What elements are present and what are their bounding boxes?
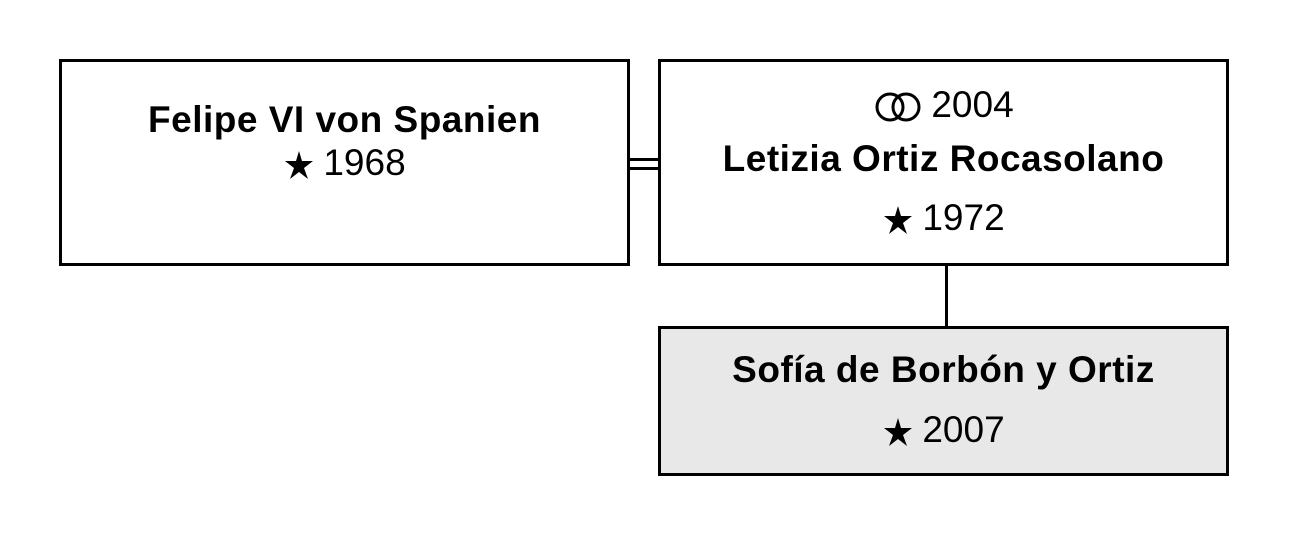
person-name: Letizia Ortiz Rocasolano <box>722 138 1165 179</box>
star-birth-icon <box>884 206 913 235</box>
person-name: Felipe VI von Spanien <box>148 99 541 140</box>
marriage-line: 2004 <box>661 76 1226 134</box>
person-box-letizia: 2004 Letizia Ortiz Rocasolano 1972 <box>658 59 1229 266</box>
marriage-year: 2004 <box>931 84 1014 125</box>
birth-line: 2007 <box>661 401 1226 459</box>
person-name: Sofía de Borbón y Ortiz <box>732 349 1155 390</box>
marriage-connector-bottom <box>630 167 659 170</box>
marriage-connector-top <box>630 158 659 161</box>
birth-line: 1968 <box>62 134 627 192</box>
birth-year: 1968 <box>323 142 406 183</box>
wedding-rings-icon <box>875 92 921 122</box>
birth-year: 1972 <box>922 197 1005 238</box>
person-box-sofia: Sofía de Borbón y Ortiz 2007 <box>658 326 1229 476</box>
person-box-felipe: Felipe VI von Spanien 1968 <box>59 59 630 266</box>
star-birth-icon <box>884 418 913 447</box>
star-birth-icon <box>285 151 314 180</box>
descent-connector <box>945 266 948 327</box>
birth-year: 2007 <box>922 409 1005 450</box>
birth-line: 1972 <box>661 189 1226 247</box>
